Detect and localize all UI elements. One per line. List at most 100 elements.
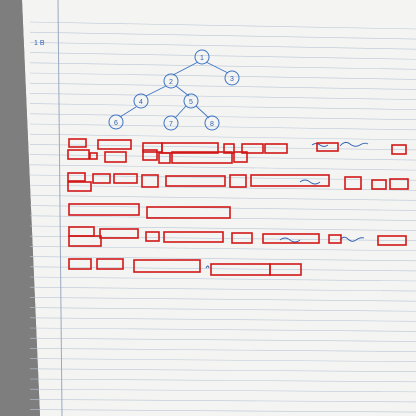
- word-box: [171, 151, 233, 164]
- ruled-line: [29, 93, 416, 100]
- ruled-line: [29, 103, 416, 110]
- word-box: [158, 152, 171, 164]
- ruled-line: [29, 154, 416, 161]
- ruled-line: [29, 133, 416, 141]
- tree-edge: [145, 85, 167, 97]
- ruled-line: [29, 337, 416, 342]
- handwriting-stroke: [299, 179, 321, 185]
- handwriting-stroke: [205, 265, 210, 269]
- word-box: [145, 231, 160, 242]
- ruled-line: [29, 276, 416, 282]
- ruled-line: [29, 72, 416, 80]
- page-number: 1 B: [34, 40, 45, 47]
- word-box: [269, 263, 302, 276]
- tree-node: [224, 70, 240, 86]
- word-box: [316, 142, 339, 152]
- ruled-line: [29, 21, 416, 30]
- ruled-line: [29, 31, 416, 40]
- ruled-line: [29, 327, 416, 332]
- margin-line: [57, 0, 63, 416]
- binary-tree-diagram: 1 2 3 4 5 6 7 8: [108, 49, 240, 131]
- word-box: [68, 235, 102, 247]
- tree-node: [133, 93, 149, 109]
- word-box: [113, 173, 138, 184]
- tree-node: [183, 93, 199, 109]
- tree-node: [204, 115, 220, 131]
- word-box: [146, 206, 231, 219]
- word-box: [68, 258, 92, 270]
- word-box: [68, 138, 87, 148]
- ruled-line: [29, 348, 416, 352]
- tree-node-label: 4: [139, 99, 143, 106]
- word-box: [233, 151, 248, 163]
- tree-edge: [174, 105, 187, 119]
- ruled-line: [29, 113, 416, 121]
- tree-node-label: 1: [200, 55, 204, 62]
- ruled-line: [29, 266, 416, 272]
- ruled-line: [29, 297, 416, 302]
- ruled-line: [29, 409, 416, 413]
- word-box: [141, 174, 159, 188]
- word-box: [68, 203, 140, 216]
- word-box: [133, 259, 201, 273]
- handwriting-stroke: [311, 143, 329, 147]
- tree-node-root: [194, 49, 210, 65]
- ruled-line: [29, 42, 416, 50]
- word-box: [97, 139, 132, 150]
- word-box: [165, 175, 226, 187]
- tree-node-label: 6: [114, 120, 118, 127]
- tree-node: [108, 114, 124, 130]
- ruled-line: [29, 52, 416, 60]
- ruled-line: [29, 195, 416, 201]
- word-box: [389, 178, 409, 190]
- tree-node-label: 8: [210, 121, 214, 128]
- tree-edge: [205, 61, 229, 74]
- ruled-line: [29, 164, 416, 171]
- word-box: [89, 152, 98, 160]
- ruled-line: [29, 358, 416, 362]
- ruled-line: [29, 62, 416, 70]
- word-box: [250, 174, 330, 187]
- word-box: [371, 179, 387, 190]
- word-box: [223, 143, 235, 154]
- word-box: [229, 174, 247, 188]
- ruled-line: [29, 82, 416, 90]
- word-box: [161, 142, 219, 154]
- word-box: [262, 233, 320, 244]
- tree-node: [163, 73, 179, 89]
- word-box: [142, 149, 158, 161]
- word-box: [241, 143, 264, 154]
- word-box: [92, 173, 111, 184]
- tree-edge: [172, 61, 199, 76]
- ruled-line: [29, 399, 416, 403]
- word-box: [231, 232, 253, 244]
- ruled-line: [29, 174, 416, 181]
- detection-boxes: [67, 138, 409, 276]
- tree-edge: [195, 105, 210, 119]
- tree-edge: [175, 85, 190, 97]
- ruled-line: [29, 388, 416, 393]
- handwriting-stroke: [339, 141, 369, 147]
- ruled-line: [29, 307, 416, 312]
- word-box: [344, 176, 362, 190]
- word-box: [96, 258, 124, 270]
- word-box: [99, 228, 139, 239]
- tree-node-label: 2: [169, 79, 173, 86]
- ruled-line: [29, 368, 416, 373]
- word-box: [391, 144, 407, 155]
- word-box: [264, 143, 288, 154]
- word-box: [67, 149, 90, 160]
- word-box: [328, 234, 342, 244]
- tree-edge: [119, 106, 137, 118]
- handwriting-stroke: [339, 236, 365, 242]
- ruled-line: [29, 256, 416, 262]
- tree-node-label: 3: [230, 76, 234, 83]
- ruled-line: [29, 286, 416, 292]
- word-box: [67, 172, 86, 182]
- ruled-line: [29, 317, 416, 322]
- ruled-line: [29, 144, 416, 151]
- word-box: [104, 151, 127, 163]
- word-box: [377, 235, 407, 246]
